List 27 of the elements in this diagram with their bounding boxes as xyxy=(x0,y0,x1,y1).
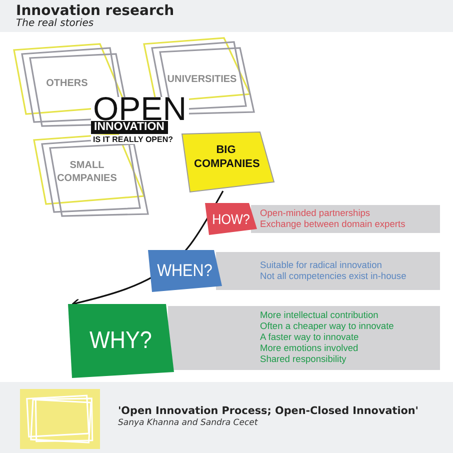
answer-line: Open-minded partnerships xyxy=(260,208,372,219)
answer-line: Often a cheaper way to innovate xyxy=(260,320,394,332)
answer-line: Exchange between domain experts xyxy=(260,219,406,230)
highlight-box xyxy=(180,132,274,192)
answer-line: Shared responsibility xyxy=(260,354,348,364)
header-title: Innovation research xyxy=(16,3,174,19)
question-panel xyxy=(148,250,440,292)
headline: OPEN xyxy=(91,97,189,121)
question-panel xyxy=(68,304,440,378)
answer-line: More emotions involved xyxy=(260,342,360,354)
headline-question: IS IT REALLY OPEN? xyxy=(91,135,176,144)
answer-line: More intellectual contribution xyxy=(260,310,380,320)
header-subtitle: The real stories xyxy=(16,18,94,29)
question-label: WHY? xyxy=(90,327,152,355)
group-label: UNIVERSITIES xyxy=(166,74,238,86)
group-label: SMALL COMPANIES xyxy=(56,160,118,185)
question-label: WHEN? xyxy=(157,261,213,281)
answer-line: Suitable for radical innovation xyxy=(260,260,383,271)
question-label: HOW? xyxy=(212,211,250,227)
answer-line: Not all competencies exist in-house xyxy=(260,271,406,282)
group-label: OTHERS xyxy=(45,78,89,90)
citation-title: 'Open Innovation Process; Open-Closed Innovation' xyxy=(118,405,418,417)
headline-banner: INNOVATION xyxy=(91,121,168,134)
question-panel xyxy=(205,203,440,235)
citation-authors: Sanya Khanna and Sandra Cecet xyxy=(118,418,258,428)
answer-line: A faster way to innovate xyxy=(260,332,360,342)
group-label: BIG COMPANIES xyxy=(194,144,258,172)
